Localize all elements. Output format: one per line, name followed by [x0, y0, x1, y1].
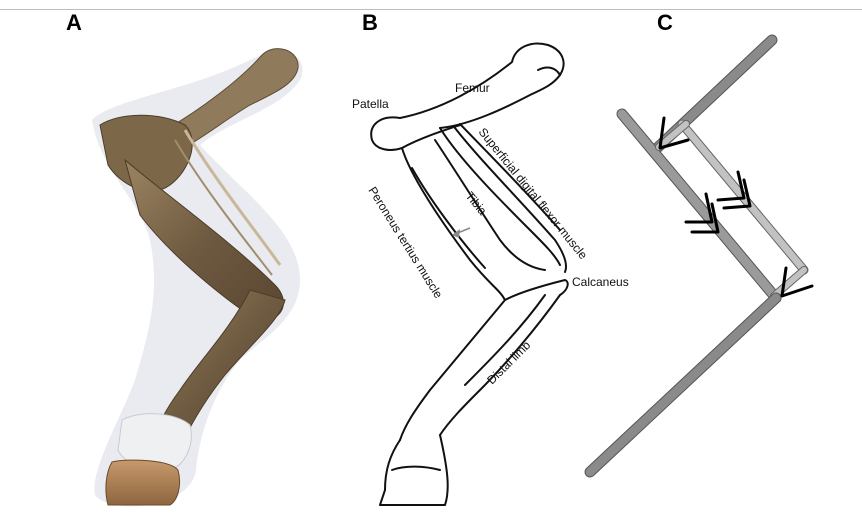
hoof-detail — [392, 467, 440, 470]
tibia-inner — [435, 140, 545, 270]
panel-c-schematic — [590, 40, 804, 472]
label-distal-limb: Distal limb — [484, 338, 533, 387]
panel-a-specimen-photo — [92, 49, 303, 507]
specimen-hoof — [106, 460, 180, 505]
femur-head-detail — [538, 68, 560, 75]
label-superficial-digital-flexor: Superficial digital flexor muscle — [476, 125, 591, 262]
label-patella: Patella — [352, 97, 389, 111]
panel-b-line-drawing — [371, 44, 567, 505]
panel-c-arrows — [660, 118, 812, 296]
patella-outline — [371, 117, 402, 149]
peroneus-outline — [412, 168, 485, 268]
label-calcaneus: Calcaneus — [572, 275, 629, 289]
label-tibia: Tibia — [463, 189, 490, 218]
label-femur: Femur — [455, 81, 490, 95]
peroneus-pointer-arrow — [452, 228, 470, 238]
